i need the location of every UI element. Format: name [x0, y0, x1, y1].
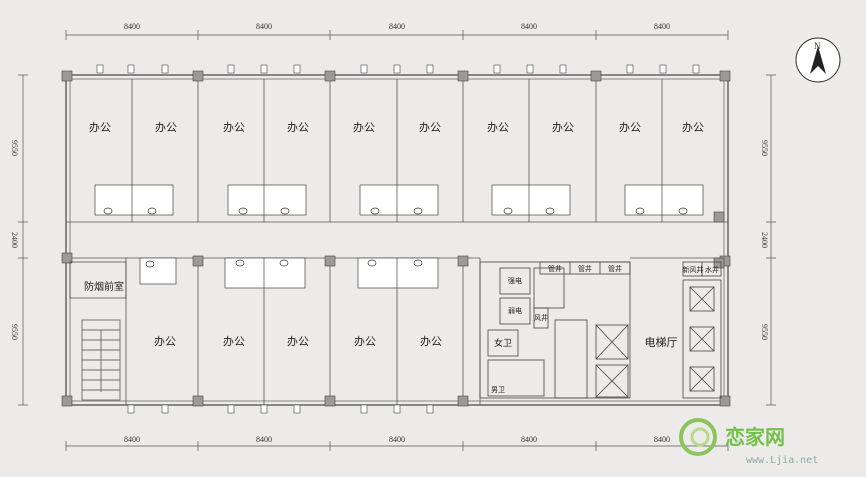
dimension-bottom — [65, 441, 729, 451]
room-label-office-t5: 办公 — [353, 121, 375, 134]
dim-left-3: 9550 — [10, 324, 19, 340]
compass-north-label: N — [814, 41, 821, 51]
dim-top-4: 8400 — [521, 22, 537, 31]
dim-right-1: 9550 — [760, 140, 769, 156]
dim-bottom-4: 8400 — [521, 435, 537, 444]
room-label-pipe-shaft-1: 管井 — [548, 264, 562, 273]
dim-left-1: 9550 — [10, 140, 19, 156]
dim-bottom-5: 8400 — [654, 435, 670, 444]
room-label-female-wc: 女卫 — [494, 337, 512, 349]
stair-left — [69, 261, 127, 401]
structural-columns — [61, 70, 731, 407]
bathroom-pods-bottom — [139, 257, 439, 289]
dimension-right — [766, 74, 776, 406]
room-label-office-b1: 办公 — [154, 335, 176, 348]
dim-top-1: 8400 — [124, 22, 140, 31]
dim-right-3: 9550 — [760, 324, 769, 340]
room-label-weak-elec: 弱电 — [508, 306, 522, 315]
dim-bottom-3: 8400 — [389, 435, 405, 444]
compass-icon — [795, 37, 841, 83]
room-label-male-wc: 男卫 — [491, 386, 505, 394]
dimension-top — [65, 30, 729, 40]
dim-bottom-2: 8400 — [256, 435, 272, 444]
core-area — [479, 261, 631, 399]
room-label-office-t4: 办公 — [287, 121, 309, 134]
room-label-water-shaft: 水井 — [705, 265, 719, 274]
window-mullions-top — [96, 64, 700, 74]
room-label-office-t2: 办公 — [155, 121, 177, 134]
corridor — [66, 221, 728, 259]
room-label-office-b2: 办公 — [223, 335, 245, 348]
watermark-logo-icon — [679, 418, 717, 456]
room-label-office-b4: 办公 — [354, 335, 376, 348]
room-label-office-t3: 办公 — [223, 121, 245, 134]
fixtures-top — [103, 207, 688, 215]
dim-right-2: 2400 — [760, 232, 769, 248]
room-label-office-b3: 办公 — [287, 335, 309, 348]
elevator-shafts — [595, 261, 722, 399]
dim-top-5: 8400 — [654, 22, 670, 31]
room-label-strong-elec: 强电 — [508, 276, 522, 285]
fixtures-bottom — [145, 259, 423, 268]
room-label-office-t9: 办公 — [619, 121, 641, 134]
room-label-office-t1: 办公 — [89, 121, 111, 134]
room-label-office-t8: 办公 — [552, 121, 574, 134]
bathroom-pods-top — [94, 184, 704, 216]
dimension-left — [18, 74, 28, 406]
room-label-office-t10: 办公 — [682, 121, 704, 134]
room-label-pipe-shaft-3: 管井 — [608, 264, 622, 273]
watermark-url: www.Ljia.net — [746, 455, 818, 466]
dim-bottom-1: 8400 — [124, 435, 140, 444]
room-label-office-t6: 办公 — [419, 121, 441, 134]
room-label-office-t7: 办公 — [487, 121, 509, 134]
room-label-pipe-shaft-2: 管井 — [578, 264, 592, 273]
dim-top-2: 8400 — [256, 22, 272, 31]
watermark-brand: 恋家网 — [725, 425, 785, 449]
room-label-new-air-shaft: 新风井 — [683, 265, 704, 274]
dim-top-3: 8400 — [389, 22, 405, 31]
room-label-air-shaft: 风井 — [534, 313, 548, 322]
room-label-office-b5: 办公 — [420, 335, 442, 348]
room-label-elevator-hall: 电梯厅 — [645, 336, 678, 349]
window-mullions-bottom — [127, 404, 434, 414]
room-label-smoke-lobby: 防烟前室 — [84, 280, 124, 293]
dim-left-2: 2400 — [10, 232, 19, 248]
